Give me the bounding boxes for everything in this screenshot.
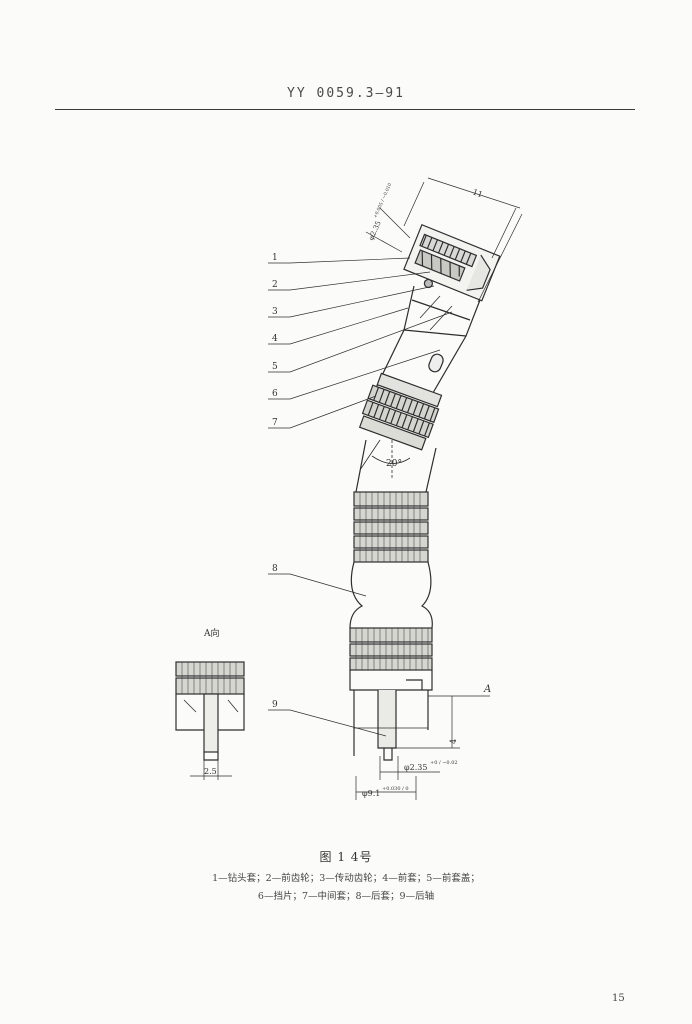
part-label-7: 7 <box>272 418 278 428</box>
figure-legend-line-1: 1—钻头套；2—前齿轮；3—传动齿轮；4—前套；5—前套盖； <box>212 873 480 884</box>
dim-top-tolerance: +0.005 / −0.010 <box>372 182 393 219</box>
part-label-8: 8 <box>272 564 278 574</box>
part-label-4: 4 <box>272 334 278 344</box>
standard-code-header: YY 0059.3—91 <box>287 86 405 101</box>
part-label-5: 5 <box>272 362 278 372</box>
a-view-detail <box>175 661 245 780</box>
part-label-9: 9 <box>272 700 278 710</box>
dim-outer-tolerance: +0.030 / 0 <box>382 786 409 792</box>
figure-title: 图 1 4号 <box>319 850 373 864</box>
middle-sleeve <box>358 372 443 451</box>
dim-bottom-tolerance: +0 / −0.02 <box>430 760 458 766</box>
head-housing <box>403 223 501 302</box>
part-label-3: 3 <box>272 307 278 317</box>
page-number: 15 <box>612 993 625 1004</box>
a-view-marker: A <box>483 684 491 695</box>
a-view-label: A向 <box>203 627 220 639</box>
dim-top-diameter: φ2.35 <box>367 220 383 242</box>
part-label-6: 6 <box>272 389 278 399</box>
header-rule <box>55 109 635 110</box>
dim-head-length: 11 <box>471 187 484 199</box>
part-label-1: 1 <box>272 253 278 263</box>
dim-a-view-width: 2.5 <box>204 767 217 776</box>
angle-label: 20° <box>386 459 402 469</box>
part-label-2: 2 <box>272 280 278 290</box>
figure-legend-line-2: 6—挡片；7—中间套；8—后套；9—后轴 <box>257 891 435 902</box>
dim-outer-diameter: φ9.1 <box>362 789 380 798</box>
leader-lines <box>268 257 453 737</box>
dim-shaft-length: 4 <box>449 739 458 744</box>
back-sleeve <box>349 491 433 691</box>
dim-bottom-diameter: φ2.35 <box>404 763 427 772</box>
